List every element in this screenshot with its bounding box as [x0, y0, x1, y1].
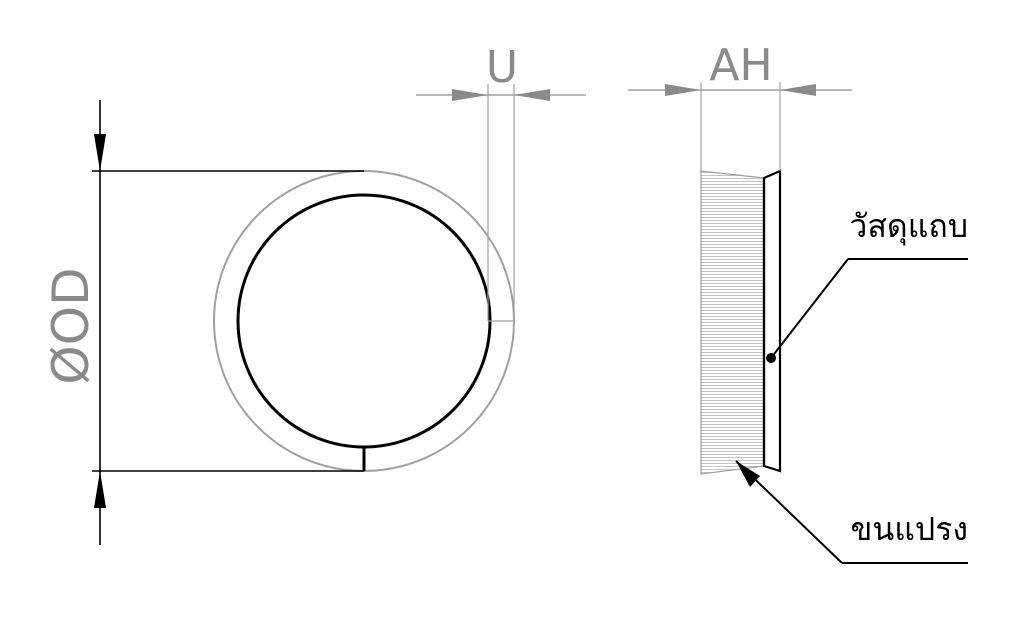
ah-label: AH	[709, 40, 772, 91]
strip-material-label: วัสดุแถบ	[849, 207, 968, 246]
ah-arrow-right	[780, 84, 816, 96]
inner-ring-circle	[236, 193, 492, 449]
bristles-leader-arrow	[736, 461, 760, 487]
u-label: U	[486, 42, 518, 93]
bristles-callout: ขนแปรง	[735, 460, 969, 564]
strip-material-callout: วัสดุแถบ	[766, 207, 968, 363]
ah-dimension: AH	[628, 40, 852, 171]
od-arrow-top	[94, 134, 106, 171]
ring-front-view	[213, 170, 515, 472]
u-dimension: U	[416, 42, 586, 321]
strip-leader-diagonal	[770, 258, 849, 359]
u-arrow-right	[514, 89, 550, 101]
od-dimension: ØOD	[42, 100, 364, 545]
bristles-label: ขนแปรง	[851, 510, 969, 548]
strip-leader-dot	[766, 353, 776, 363]
u-arrow-left	[452, 89, 488, 101]
strip-outline	[762, 169, 782, 473]
brush-side-view	[700, 169, 782, 475]
od-arrow-bottom	[94, 471, 106, 508]
ah-arrow-left	[665, 84, 701, 96]
bristle-region	[700, 170, 765, 475]
outer-ring-circle	[213, 170, 515, 472]
od-label: ØOD	[42, 267, 100, 384]
